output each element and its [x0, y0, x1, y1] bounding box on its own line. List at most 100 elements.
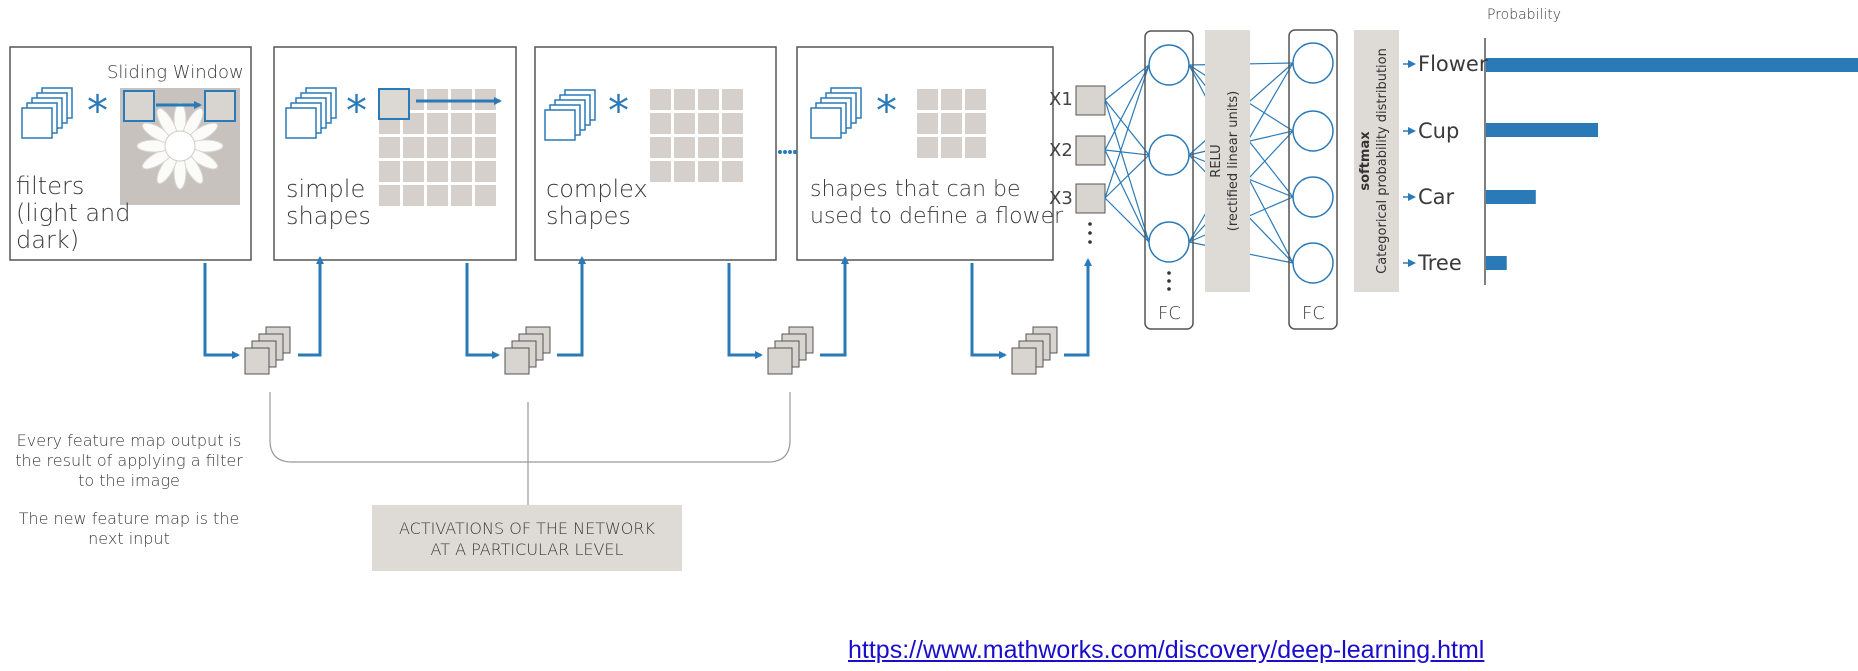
probability-bars	[1486, 58, 1858, 270]
class-label-flower: Flower	[1418, 52, 1488, 76]
grid-cell	[427, 113, 448, 134]
connection-line	[1104, 149, 1150, 243]
relu-title: RELU	[1209, 144, 1224, 178]
grid-cell	[475, 113, 496, 134]
sliding-window-title: Sliding Window	[107, 62, 244, 83]
class-label-tree: Tree	[1418, 251, 1462, 275]
fc2-neurons	[1292, 42, 1334, 284]
connection-line	[1104, 64, 1150, 199]
grid-cell	[674, 89, 695, 110]
grid-cell	[475, 185, 496, 206]
grid-cell	[917, 113, 938, 134]
grid-cell	[427, 185, 448, 206]
grid-cell	[427, 161, 448, 182]
note-next-input: The new feature map is the next input	[18, 509, 240, 548]
grid-cell	[965, 113, 986, 134]
vertical-ellipsis	[1088, 222, 1092, 244]
grid-cell	[475, 137, 496, 158]
class-label-cup: Cup	[1418, 119, 1460, 143]
fc2-box	[1288, 29, 1338, 330]
convolution-asterisk-icon: *	[87, 86, 108, 135]
class-label-car: Car	[1418, 185, 1455, 209]
flow-connectors	[203, 256, 1092, 359]
grid-cell	[650, 161, 671, 182]
grid-cell	[674, 113, 695, 134]
connection-line	[1104, 99, 1150, 243]
fc2-label: FC	[1302, 303, 1325, 324]
filter-stack-icon	[285, 87, 337, 139]
feature-map-stack-icon	[767, 326, 814, 375]
grid-cell	[379, 185, 400, 206]
probability-bar-car	[1486, 190, 1536, 204]
convolution-asterisk-icon: *	[346, 86, 367, 135]
activations-box	[372, 505, 682, 571]
grid-cell	[650, 113, 671, 134]
connection-line	[1104, 154, 1150, 199]
grid-cell	[403, 161, 424, 182]
grid-cell	[650, 89, 671, 110]
grid-cell	[698, 89, 719, 110]
fc1-neurons	[1148, 44, 1190, 263]
filter-stack-icon	[21, 87, 73, 139]
probability-bar-tree	[1486, 256, 1507, 270]
grid-cell	[451, 113, 472, 134]
grid-cell	[475, 161, 496, 182]
relu-text: RELU (rectified linear units)	[1208, 30, 1248, 292]
stage2-label: simple shapes	[286, 175, 371, 230]
grid-cell	[674, 161, 695, 182]
probability-bar-flower	[1486, 58, 1858, 72]
ellipsis-dots	[778, 150, 797, 154]
input-label-x1: X1	[1049, 89, 1073, 110]
grid-cell	[427, 137, 448, 158]
grid-cell	[722, 113, 743, 134]
softmax-title: softmax	[1358, 131, 1373, 191]
relu-panel	[1205, 30, 1250, 292]
filter-stack-icon	[544, 89, 596, 141]
filter-stack-icon	[810, 87, 862, 139]
grid-cell	[722, 161, 743, 182]
grid-cell	[722, 89, 743, 110]
grid-cell	[674, 137, 695, 158]
convolution-asterisk-icon: *	[876, 86, 897, 135]
feature-map-stack-icon	[504, 326, 551, 375]
grid-cell	[403, 185, 424, 206]
grid-cell	[698, 113, 719, 134]
feature-map-stack-icon	[1011, 326, 1058, 375]
source-link[interactable]: https://www.mathworks.com/discovery/deep…	[848, 636, 1485, 664]
grid-cell	[451, 137, 472, 158]
stage1-label: filters (light and dark)	[16, 172, 131, 254]
grid-cell	[917, 89, 938, 110]
connection-line	[1104, 99, 1150, 156]
connection-line	[1104, 197, 1150, 243]
grid-cell	[379, 137, 400, 158]
grid-cell	[941, 89, 962, 110]
grid-cell	[965, 89, 986, 110]
stage3-label: complex shapes	[546, 175, 648, 230]
activations-text: ACTIVATIONS OF THE NETWORK AT A PARTICUL…	[398, 519, 655, 559]
grid-cell	[722, 137, 743, 158]
fc1-box	[1144, 30, 1194, 330]
fc1-label: FC	[1158, 303, 1181, 324]
grid-cell	[917, 137, 938, 158]
grid-cell	[941, 113, 962, 134]
flower-image	[120, 88, 240, 205]
vertical-ellipsis	[1167, 271, 1171, 291]
input-label-x2: X2	[1049, 140, 1073, 161]
connection-line	[1104, 64, 1150, 151]
grid-cell	[698, 137, 719, 158]
softmax-subtitle: Categorical probability distribution	[1375, 48, 1390, 274]
grid-cell	[403, 137, 424, 158]
grid-cell	[451, 185, 472, 206]
relu-subtitle: (rectified linear units)	[1226, 90, 1241, 232]
feature-grid	[917, 89, 986, 158]
note-feature-map: Every feature map output is the result o…	[15, 431, 243, 490]
convolution-asterisk-icon: *	[608, 86, 629, 135]
grid-cell	[965, 137, 986, 158]
class-arrows	[1403, 60, 1416, 267]
input-nodes	[1075, 85, 1106, 214]
grid-cell	[451, 161, 472, 182]
grid-cell	[650, 137, 671, 158]
grouping-brace	[269, 392, 791, 463]
sliding-window-icon	[378, 88, 410, 120]
